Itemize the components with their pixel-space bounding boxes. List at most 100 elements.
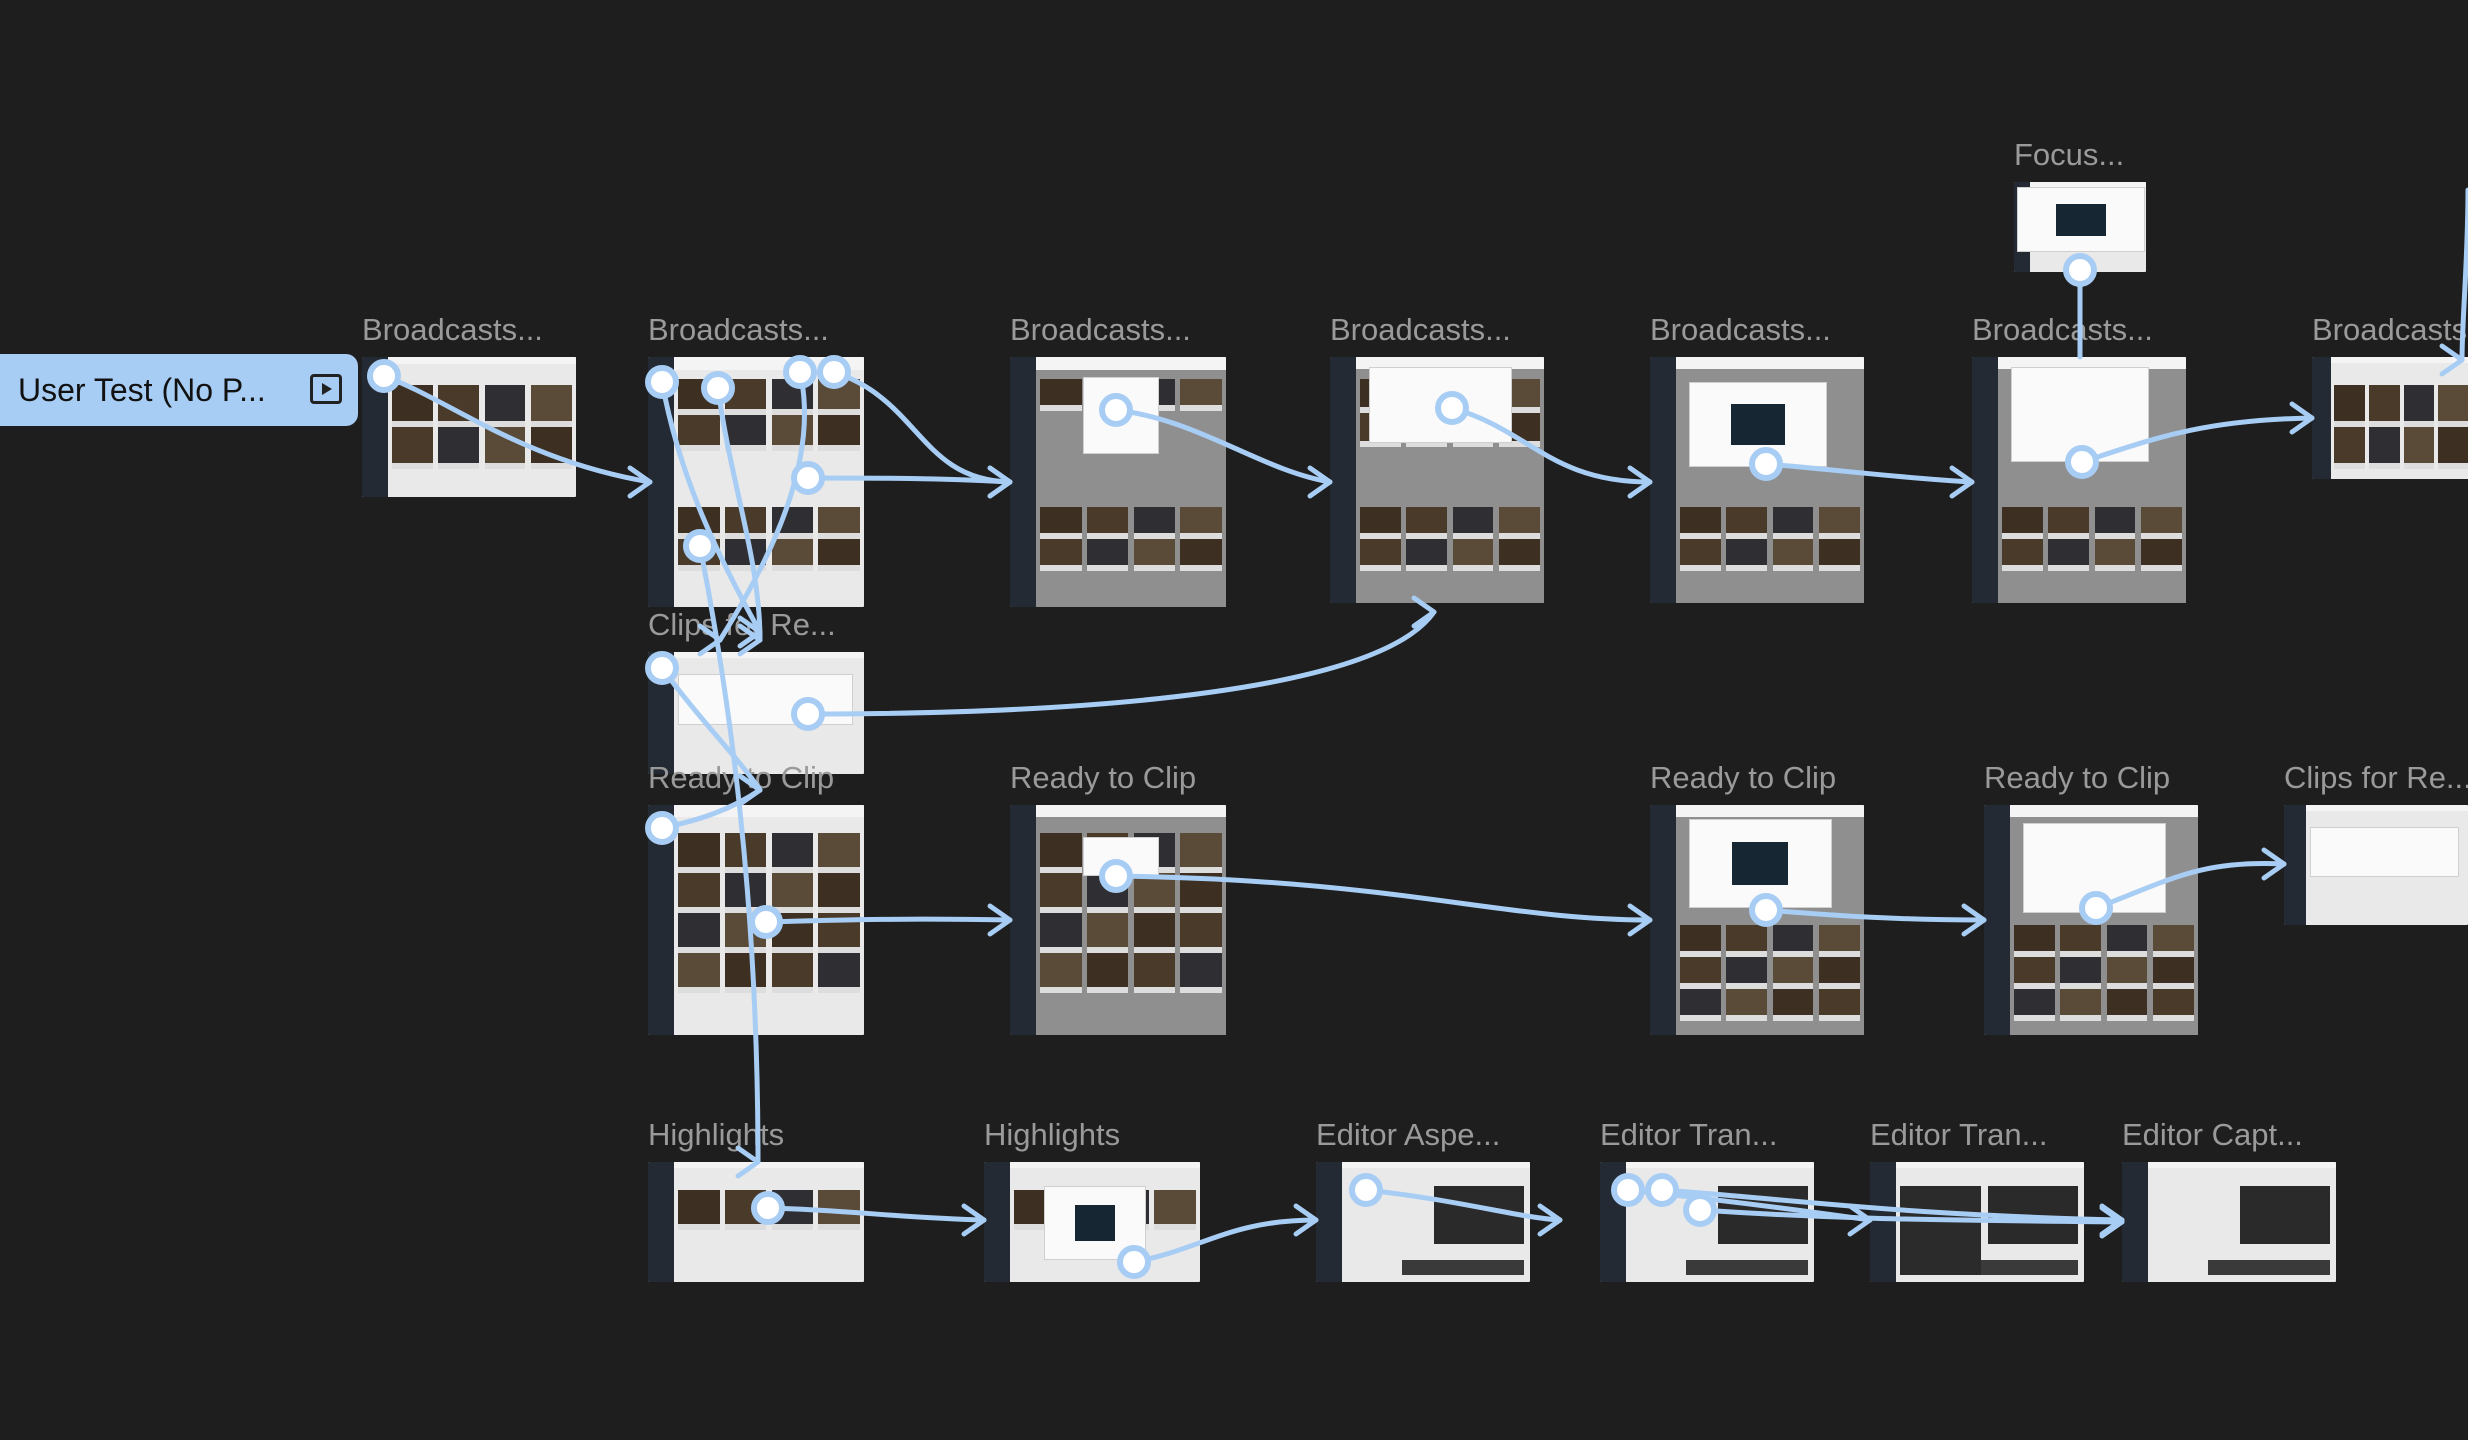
frame-f3[interactable] bbox=[1010, 357, 1226, 607]
connection-line[interactable] bbox=[2459, 187, 2468, 363]
hotspot-node[interactable] bbox=[2079, 891, 2113, 925]
hotspot-node[interactable] bbox=[701, 371, 735, 405]
connection-line[interactable] bbox=[697, 543, 761, 1165]
connection-line[interactable] bbox=[381, 373, 653, 485]
hotspot-node[interactable] bbox=[791, 461, 825, 495]
frame-f6[interactable] bbox=[1972, 357, 2186, 603]
connection-line[interactable] bbox=[717, 369, 807, 643]
frame-f5[interactable] bbox=[1650, 357, 1864, 603]
hotspot-node[interactable] bbox=[1117, 1245, 1151, 1279]
thumbnail-row bbox=[1359, 539, 1540, 571]
video-thumbnail bbox=[678, 833, 720, 873]
frame-label[interactable]: Broadcasts... bbox=[1972, 312, 2153, 347]
connection-arrowhead bbox=[1627, 465, 1653, 499]
frame-label[interactable]: Broadcasts... bbox=[362, 312, 543, 347]
frame-label[interactable]: Highlights bbox=[984, 1117, 1121, 1152]
frame-label[interactable]: Broadcasts... bbox=[1330, 312, 1511, 347]
connection-line[interactable] bbox=[2079, 415, 2315, 465]
hotspot-node[interactable] bbox=[645, 811, 679, 845]
hotspot-node[interactable] bbox=[791, 697, 825, 731]
frame-label[interactable]: Editor Tran... bbox=[1870, 1117, 2048, 1152]
connection-line[interactable] bbox=[715, 385, 763, 643]
hotspot-node[interactable] bbox=[1099, 859, 1133, 893]
hotspot-node[interactable] bbox=[1749, 893, 1783, 927]
hotspot-node[interactable] bbox=[817, 355, 851, 389]
frame-f20[interactable] bbox=[2122, 1162, 2336, 1282]
frame-f13[interactable] bbox=[1984, 805, 2198, 1035]
hotspot-node[interactable] bbox=[367, 359, 401, 393]
frame-f7[interactable] bbox=[2312, 357, 2468, 479]
connection-line[interactable] bbox=[1449, 405, 1653, 485]
connection-line[interactable] bbox=[659, 379, 763, 635]
frame-label[interactable]: Ready to Clip bbox=[1984, 760, 2171, 795]
video-thumbnail bbox=[1359, 539, 1401, 571]
connection-line[interactable] bbox=[805, 609, 1437, 717]
hotspot-node[interactable] bbox=[2063, 253, 2097, 287]
video-thumbnail bbox=[1040, 833, 1082, 873]
frame-label[interactable]: Ready to Clip bbox=[1010, 760, 1197, 795]
video-thumbnail bbox=[1086, 507, 1129, 539]
video-thumbnail bbox=[2438, 427, 2468, 469]
hotspot-node[interactable] bbox=[751, 1191, 785, 1225]
video-thumbnail bbox=[438, 427, 480, 469]
connection-line[interactable] bbox=[1763, 461, 1975, 485]
hotspot-node[interactable] bbox=[783, 355, 817, 389]
hotspot-node[interactable] bbox=[1749, 447, 1783, 481]
hotspot-node[interactable] bbox=[1611, 1173, 1645, 1207]
connection-arrowhead bbox=[735, 1145, 761, 1179]
connection-line[interactable] bbox=[1763, 907, 1987, 923]
connection-line[interactable] bbox=[659, 665, 763, 793]
hotspot-node[interactable] bbox=[645, 365, 679, 399]
prototype-play-icon[interactable] bbox=[310, 374, 342, 404]
hotspot-node[interactable] bbox=[2065, 445, 2099, 479]
video-thumbnail bbox=[818, 415, 860, 451]
hotspot-node[interactable] bbox=[749, 905, 783, 939]
video-thumbnail bbox=[2001, 539, 2043, 571]
hotspot-node[interactable] bbox=[1683, 1193, 1717, 1227]
hotspot-node[interactable] bbox=[1435, 391, 1469, 425]
frame-label[interactable]: Editor Aspe... bbox=[1316, 1117, 1501, 1152]
connection-line[interactable] bbox=[1131, 1217, 1319, 1265]
video-thumbnail bbox=[1679, 507, 1721, 539]
modal-preview-image bbox=[1075, 1205, 1116, 1241]
video-thumbnail bbox=[2094, 539, 2136, 571]
video-thumbnail bbox=[1818, 925, 1860, 957]
frame-label[interactable]: Editor Tran... bbox=[1600, 1117, 1778, 1152]
thumbnail-row bbox=[2013, 989, 2194, 1021]
connection-line[interactable] bbox=[2093, 861, 2287, 911]
flow-starting-point[interactable]: User Test (No P... bbox=[0, 354, 358, 426]
connection-line[interactable] bbox=[1113, 407, 1333, 485]
connection-line[interactable] bbox=[763, 916, 1013, 925]
connection-line[interactable] bbox=[765, 1205, 987, 1223]
frame-modal bbox=[2016, 187, 2146, 253]
video-thumbnail bbox=[1772, 925, 1814, 957]
video-thumbnail bbox=[1406, 507, 1448, 539]
connection-line[interactable] bbox=[1659, 1187, 2125, 1223]
frame-f14[interactable] bbox=[2284, 805, 2468, 925]
hotspot-node[interactable] bbox=[645, 651, 679, 685]
frame-f16[interactable] bbox=[984, 1162, 1200, 1282]
hotspot-node[interactable] bbox=[1349, 1173, 1383, 1207]
flow-start-label: User Test (No P... bbox=[18, 371, 266, 408]
connection-line[interactable] bbox=[1697, 1207, 2125, 1225]
frame-f11[interactable] bbox=[1010, 805, 1226, 1035]
video-thumbnail bbox=[1040, 873, 1082, 913]
video-thumbnail bbox=[1772, 539, 1814, 571]
frame-label[interactable]: Clips for Re... bbox=[2284, 760, 2468, 795]
hotspot-node[interactable] bbox=[1099, 393, 1133, 427]
frame-label[interactable]: Broadcasts... bbox=[1650, 312, 1831, 347]
frame-label[interactable]: Broadcasts... bbox=[648, 312, 829, 347]
frame-label[interactable]: Broadcasts bbox=[2312, 312, 2468, 347]
hotspot-node[interactable] bbox=[1645, 1173, 1679, 1207]
connection-line[interactable] bbox=[1113, 873, 1653, 923]
frame-label[interactable]: Editor Capt... bbox=[2122, 1117, 2303, 1152]
frame-label[interactable]: Focus... bbox=[2014, 137, 2125, 172]
thumbnail-row bbox=[1679, 989, 1860, 1021]
frame-label[interactable]: Ready to Clip bbox=[1650, 760, 1837, 795]
video-thumbnail bbox=[1452, 539, 1494, 571]
connection-line[interactable] bbox=[1363, 1187, 1563, 1223]
frame-label[interactable]: Highlights bbox=[648, 1117, 785, 1152]
connection-line[interactable] bbox=[831, 369, 1013, 485]
hotspot-node[interactable] bbox=[683, 529, 717, 563]
frame-label[interactable]: Broadcasts... bbox=[1010, 312, 1191, 347]
